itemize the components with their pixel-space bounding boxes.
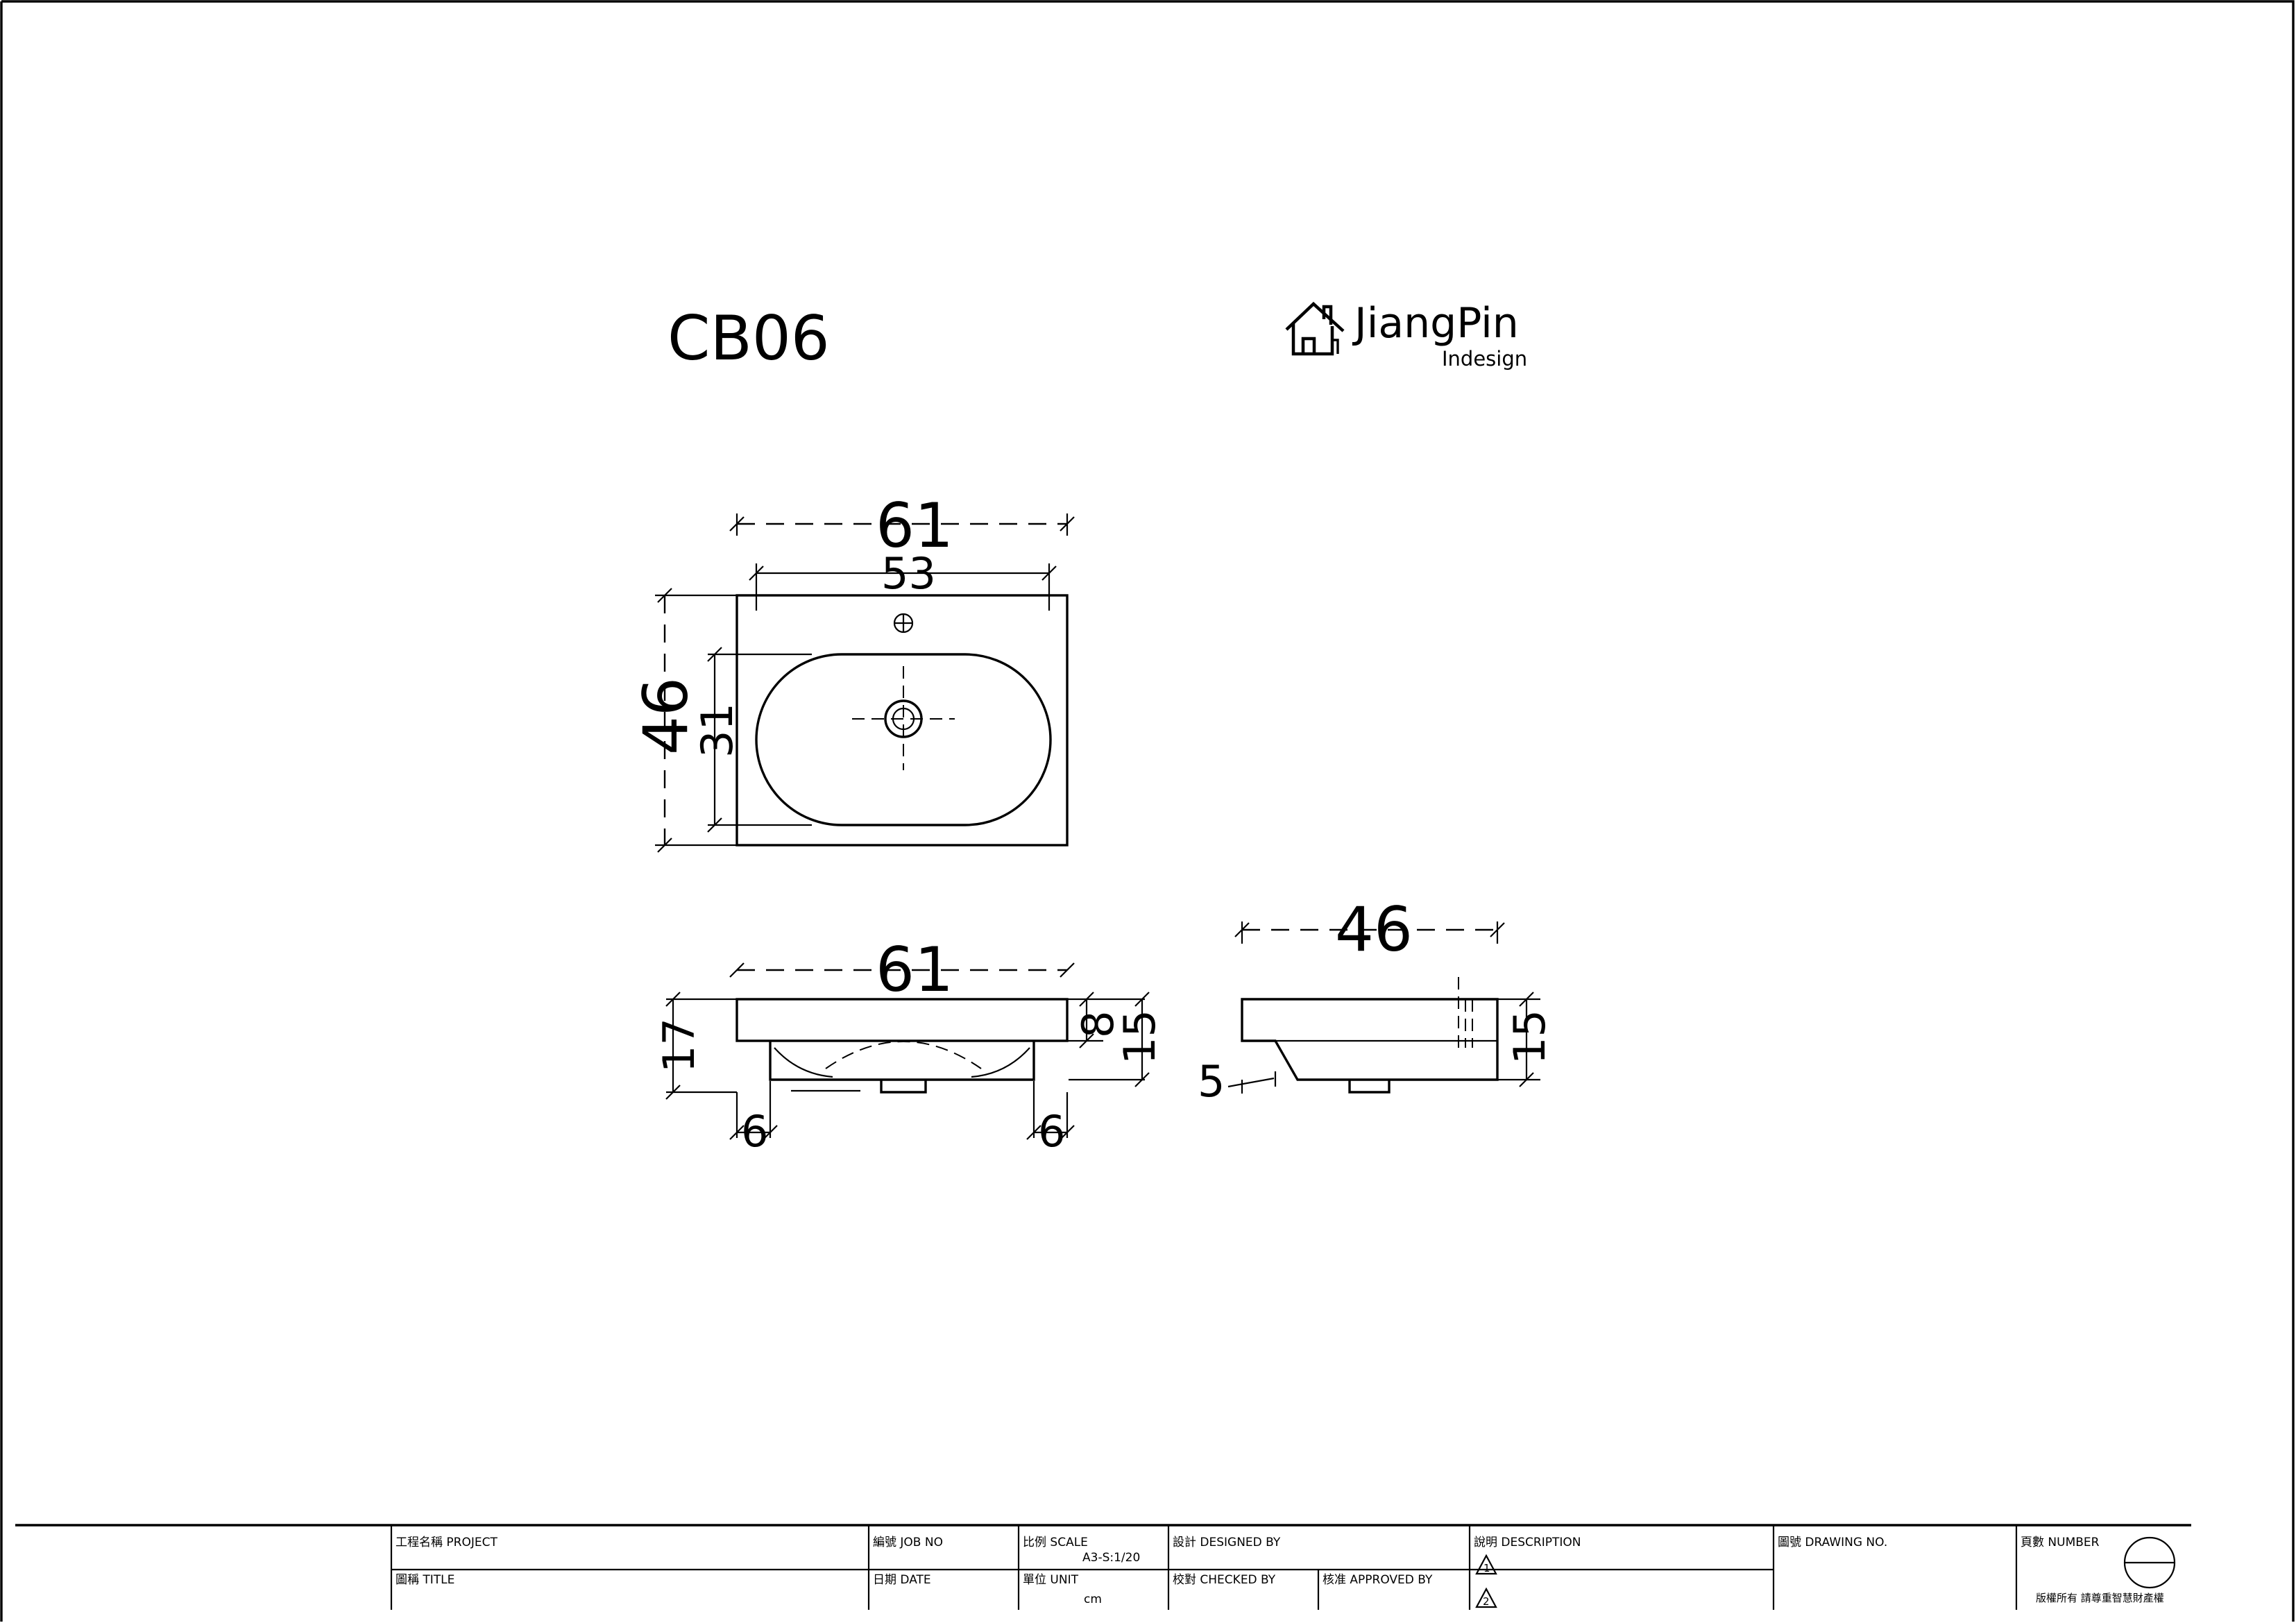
tb-job-no: 編號 JOB NO [873, 1536, 943, 1549]
front-view: 61 17 8 15 6 6 [654, 934, 1165, 1157]
dim-top-inner: 53 [881, 548, 936, 599]
tb-copyright: 版權所有 請尊重智慧財產權 [2036, 1592, 2164, 1604]
tb-scale-value: A3-S:1/20 [1082, 1551, 1140, 1565]
tb-designed-by: 設計 DESIGNED BY [1173, 1536, 1281, 1549]
brand-tagline: Indesign [1442, 347, 1527, 371]
revision-triangle-2: 2 [1475, 1587, 1497, 1608]
dim-side-depth: 46 [1335, 894, 1413, 965]
tb-date: 日期 DATE [873, 1573, 931, 1587]
dim-front-right-offset: 6 [1038, 1106, 1065, 1157]
svg-text:2: 2 [1483, 1595, 1490, 1608]
tb-description: 說明 DESCRIPTION [1474, 1536, 1581, 1549]
tb-title: 圖稱 TITLE [396, 1573, 454, 1587]
front-top-slab [735, 998, 1069, 1042]
dim-side-height: 15 [1504, 1010, 1555, 1064]
tb-unit-label: 單位 UNIT [1023, 1573, 1079, 1587]
dim-front-total-height: 17 [654, 1018, 704, 1073]
dim-top-width: 61 [876, 490, 953, 561]
tb-scale-label: 比例 SCALE [1023, 1536, 1088, 1549]
dim-front-left-offset: 6 [741, 1106, 768, 1157]
title-block: 工程名稱 PROJECT 圖稱 TITLE 編號 JOB NO 日期 DATE … [15, 1524, 2191, 1610]
front-bowl [769, 1041, 1035, 1081]
model-code: CB06 [667, 303, 830, 374]
dim-front-rim: 8 [1073, 1011, 1123, 1038]
bowl-outline [755, 653, 1052, 826]
tb-project: 工程名稱 PROJECT [396, 1536, 498, 1549]
tb-drawing-no: 圖號 DRAWING NO. [1778, 1536, 1887, 1549]
tb-checked-by: 校對 CHECKED BY [1173, 1573, 1276, 1587]
tb-number: 頁數 NUMBER [2021, 1536, 2100, 1549]
brand-logo: JiangPin Indesign [1285, 299, 1527, 371]
dim-front-width: 61 [876, 934, 953, 1005]
top-view: 61 53 46 31 [630, 490, 1075, 853]
svg-text:1: 1 [1483, 1562, 1490, 1574]
revision-triangle-1: 1 [1475, 1554, 1497, 1575]
drain-hole [884, 699, 923, 738]
tb-approved-by: 核准 APPROVED BY [1323, 1573, 1433, 1587]
dim-front-body-height: 15 [1114, 1010, 1165, 1064]
dim-side-slope: 5 [1198, 1056, 1225, 1107]
brand-name: JiangPin [1352, 299, 1519, 348]
house-icon [1285, 301, 1345, 356]
dim-top-depth: 46 [630, 677, 701, 755]
side-view: 46 15 5 [1198, 894, 1555, 1107]
top-view-outline [735, 594, 1069, 847]
projection-symbol-icon [2123, 1536, 2176, 1589]
tb-unit-value: cm [1084, 1592, 1102, 1606]
dim-top-bowl: 31 [692, 703, 742, 758]
